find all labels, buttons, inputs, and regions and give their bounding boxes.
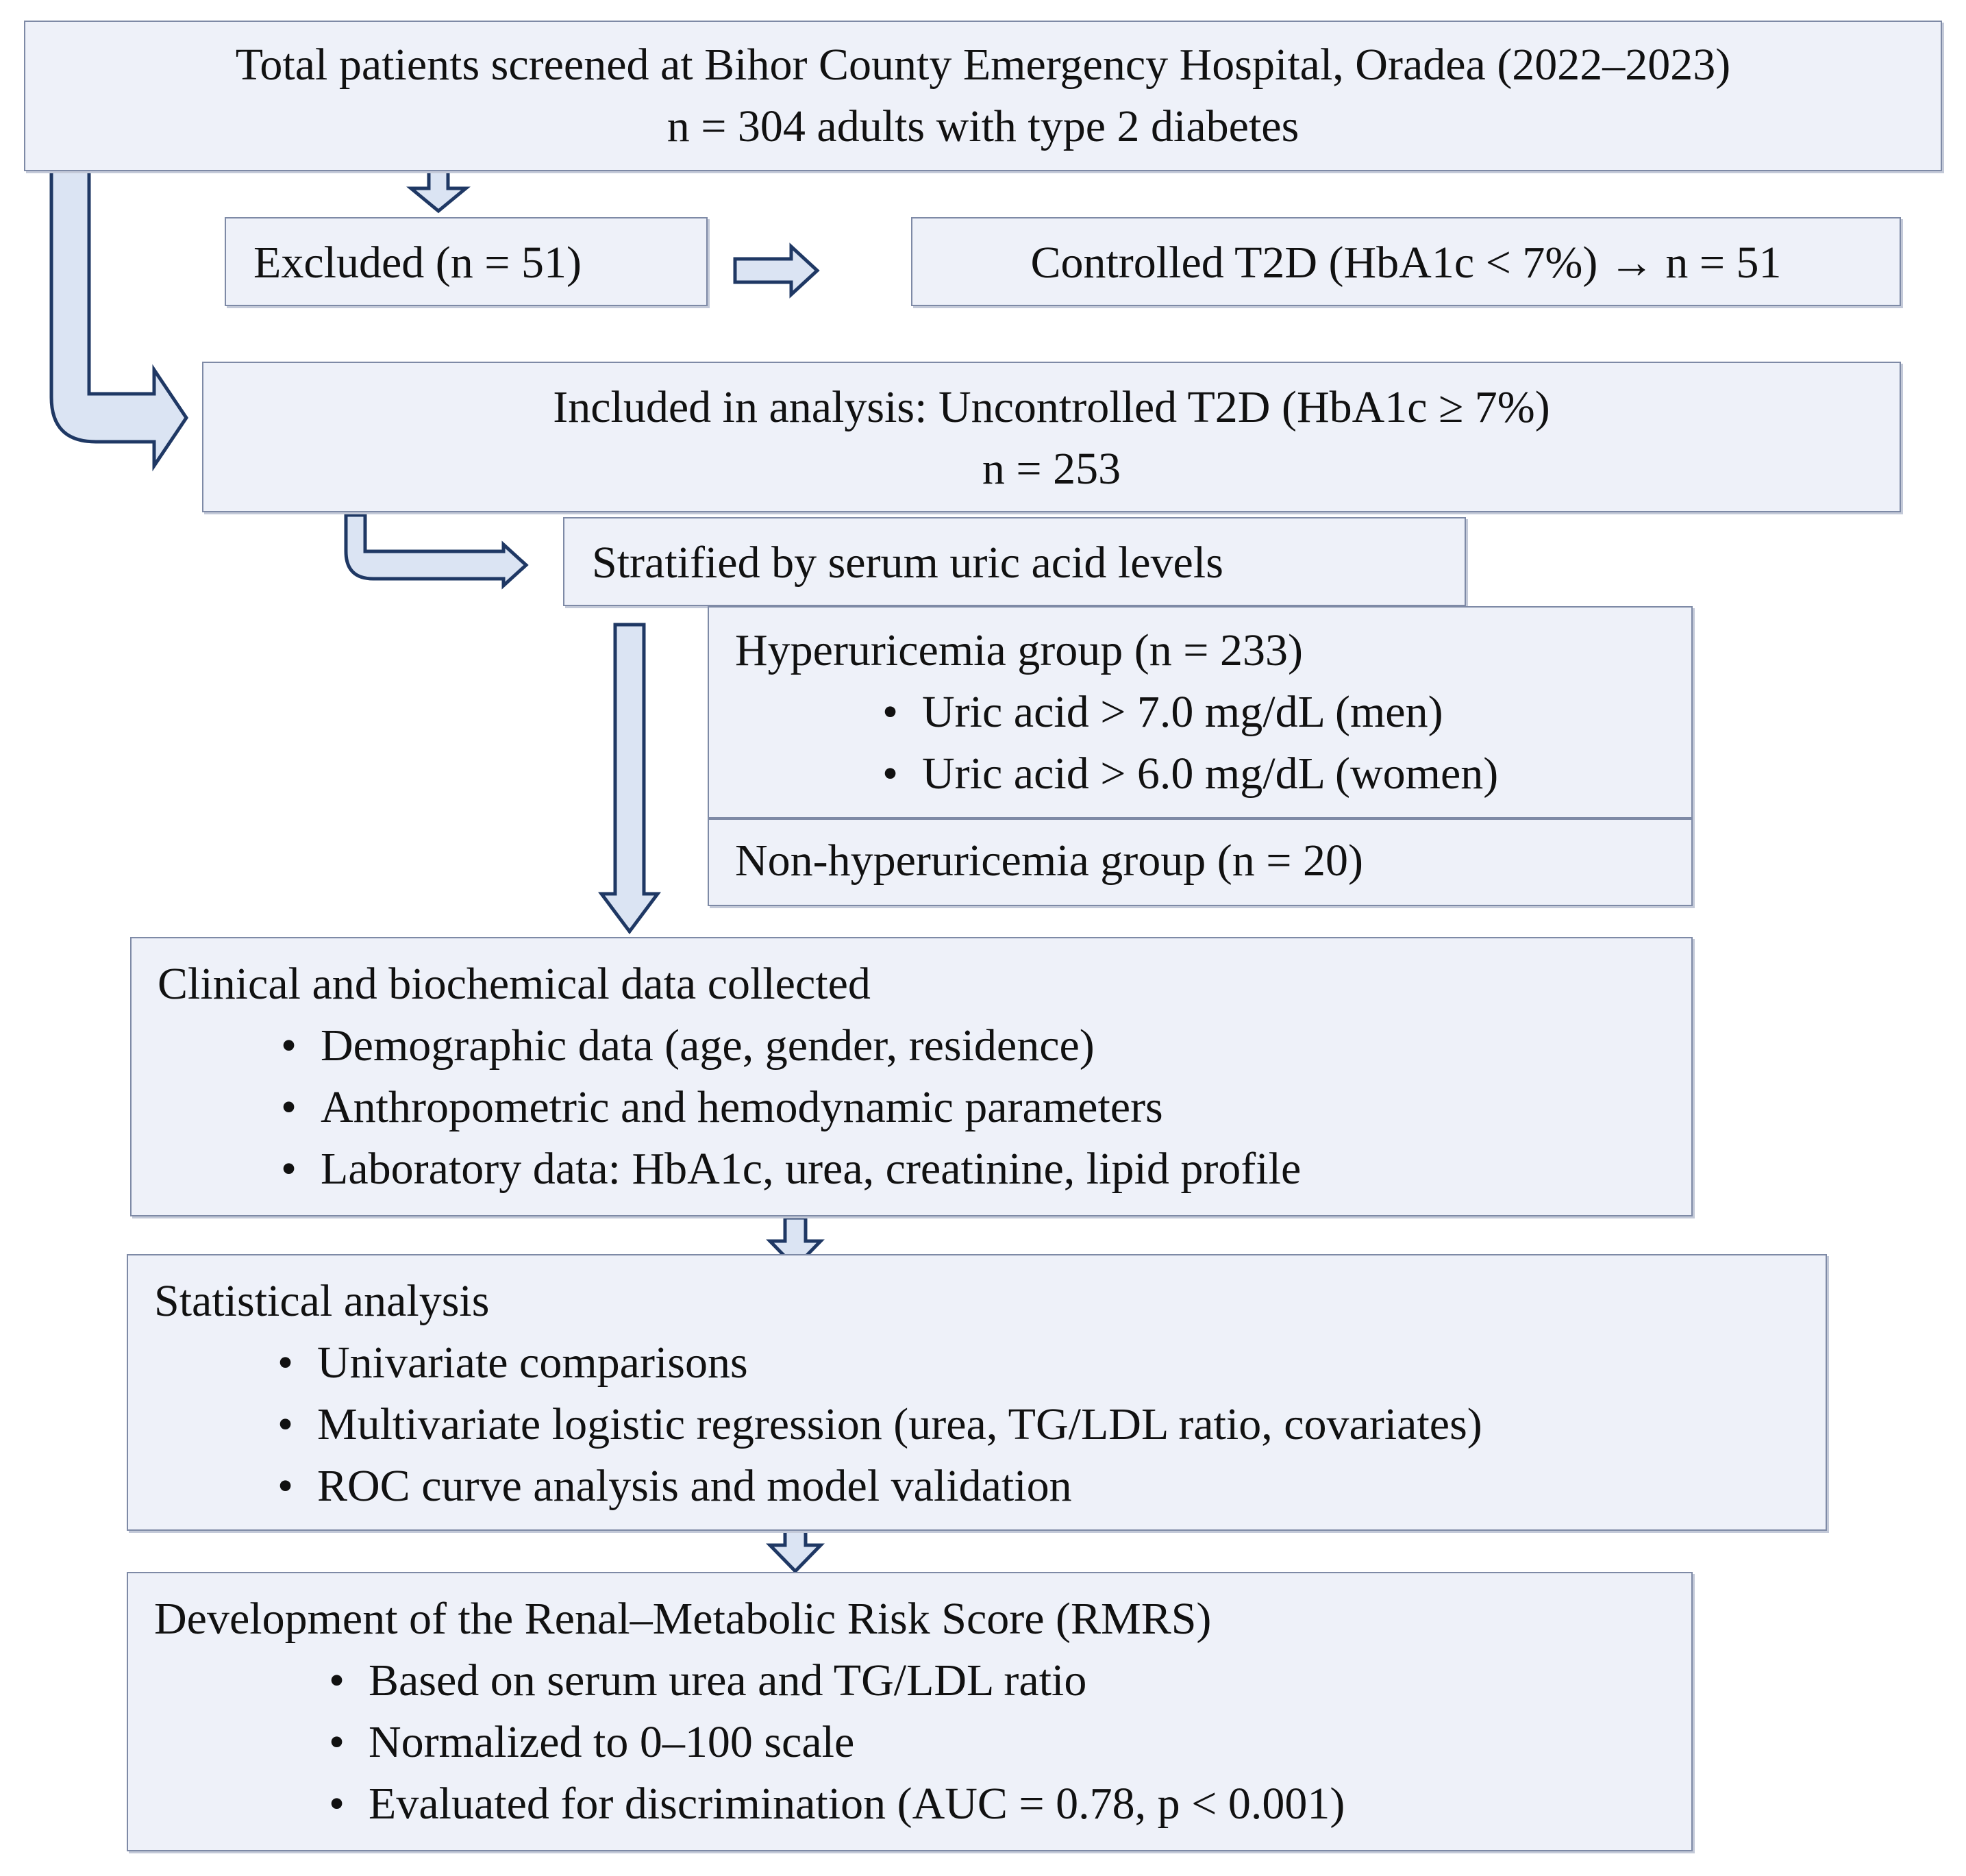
controlled-box: Controlled T2D (HbA1c < 7%) → n = 51	[911, 217, 1901, 306]
included-box: Included in analysis: Uncontrolled T2D (…	[202, 362, 1901, 512]
bent-arrow-to-stratified	[344, 513, 529, 590]
clinical-bullet: • Demographic data (age, gender, residen…	[281, 1021, 1095, 1071]
screened-box: Total patients screened at Bihor County …	[24, 21, 1942, 171]
long-down-arrow-to-clinical	[598, 623, 661, 935]
clinical-title: Clinical and biochemical data collected	[158, 959, 871, 1009]
screened-line2: n = 304 adults with type 2 diabetes	[667, 101, 1299, 151]
controlled-label: Controlled T2D (HbA1c < 7%) → n = 51	[1030, 238, 1782, 288]
clinical-data-box: Clinical and biochemical data collected …	[130, 937, 1693, 1216]
clinical-bullet: • Anthropometric and hemodynamic paramet…	[281, 1082, 1163, 1132]
group-divider	[709, 817, 1691, 820]
stats-bullet: • Univariate comparisons	[277, 1338, 748, 1388]
statistical-analysis-box: Statistical analysis • Univariate compar…	[127, 1254, 1827, 1531]
included-line1: Included in analysis: Uncontrolled T2D (…	[553, 382, 1550, 432]
excluded-box: Excluded (n = 51)	[225, 217, 708, 306]
hyperuricemia-group: Hyperuricemia group (n = 233) • Uric aci…	[735, 620, 1498, 805]
rmrs-title: Development of the Renal–Metabolic Risk …	[154, 1594, 1212, 1644]
non-hyperuricemia-title: Non-hyperuricemia group (n = 20)	[735, 836, 1363, 886]
stats-bullet: • ROC curve analysis and model validatio…	[277, 1461, 1072, 1511]
rmrs-bullet: • Normalized to 0–100 scale	[329, 1717, 855, 1767]
bent-arrow-screened-to-included	[49, 169, 189, 472]
stats-title: Statistical analysis	[154, 1276, 490, 1326]
hyperuricemia-bullet: • Uric acid > 6.0 mg/dL (women)	[882, 749, 1499, 799]
stratified-label: Stratified by serum uric acid levels	[592, 538, 1223, 588]
right-arrow-to-controlled	[733, 242, 820, 299]
rmrs-bullet: • Based on serum urea and TG/LDL ratio	[329, 1655, 1087, 1705]
screened-line1: Total patients screened at Bihor County …	[235, 40, 1731, 90]
included-line2: n = 253	[982, 444, 1121, 494]
rmrs-bullet: • Evaluated for discrimination (AUC = 0.…	[329, 1779, 1345, 1829]
clinical-bullet: • Laboratory data: HbA1c, urea, creatini…	[281, 1144, 1302, 1194]
non-hyperuricemia-group: Non-hyperuricemia group (n = 20)	[735, 830, 1363, 892]
stratified-box: Stratified by serum uric acid levels	[563, 517, 1466, 606]
uric-acid-groups-box: Hyperuricemia group (n = 233) • Uric aci…	[708, 606, 1693, 906]
down-arrow-to-excluded	[406, 169, 471, 214]
hyperuricemia-bullet: • Uric acid > 7.0 mg/dL (men)	[882, 687, 1443, 737]
stats-bullet: • Multivariate logistic regression (urea…	[277, 1399, 1482, 1449]
excluded-label: Excluded (n = 51)	[253, 238, 582, 288]
hyperuricemia-title: Hyperuricemia group (n = 233)	[735, 625, 1303, 675]
rmrs-box: Development of the Renal–Metabolic Risk …	[127, 1572, 1693, 1851]
